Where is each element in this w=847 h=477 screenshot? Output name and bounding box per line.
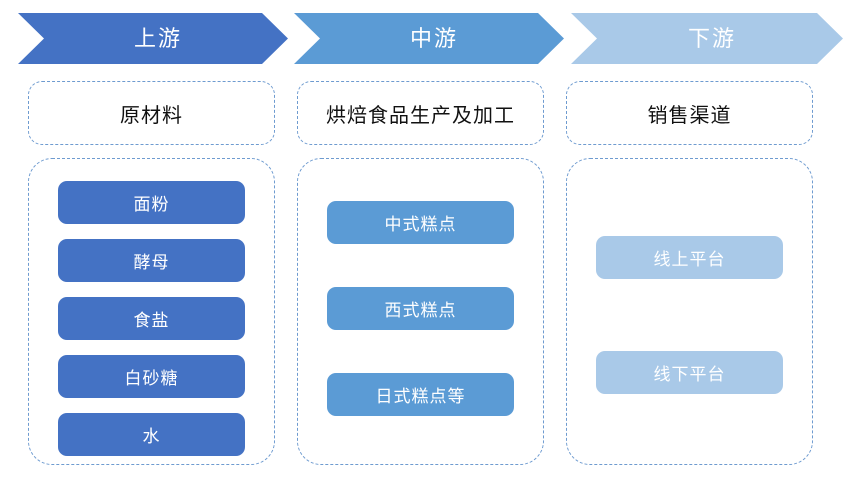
item-label: 线上平台 <box>653 250 726 269</box>
item-pill: 白砂糖 <box>58 355 245 398</box>
item-pill: 水 <box>58 413 245 456</box>
stage-panel-upstream: 面粉 酵母 食盐 白砂糖 水 <box>28 158 275 465</box>
item-label: 日式糕点等 <box>375 387 466 406</box>
chevron-label-downstream: 下游 <box>687 25 736 51</box>
item-label: 中式糕点 <box>384 215 457 234</box>
item-pill: 西式糕点 <box>327 287 514 330</box>
item-pill: 中式糕点 <box>327 201 514 244</box>
item-pill: 酵母 <box>58 239 245 282</box>
chevron-label-upstream: 上游 <box>133 25 182 51</box>
stage-title-downstream: 销售渠道 <box>566 81 813 145</box>
item-label: 白砂糖 <box>124 369 179 388</box>
stage-items-upstream: 面粉 酵母 食盐 白砂糖 水 <box>29 181 274 456</box>
stage-title-label-midstream: 烘焙食品生产及加工 <box>326 104 515 127</box>
chevron-arrow-midstream: 中游 <box>294 13 564 64</box>
item-pill: 日式糕点等 <box>327 373 514 416</box>
item-pill: 食盐 <box>58 297 245 340</box>
chevron-arrow-band: 上游 中游 下游 <box>0 13 847 64</box>
item-label: 面粉 <box>133 195 170 214</box>
item-pill: 线上平台 <box>596 236 783 279</box>
item-pill: 面粉 <box>58 181 245 224</box>
item-label: 线下平台 <box>653 365 726 384</box>
chevron-label-midstream: 中游 <box>409 25 458 51</box>
chevron-arrow-downstream: 下游 <box>571 13 843 64</box>
stage-title-label-downstream: 销售渠道 <box>647 104 732 127</box>
item-label: 酵母 <box>133 253 170 272</box>
item-pill: 线下平台 <box>596 351 783 394</box>
stage-title-midstream: 烘焙食品生产及加工 <box>297 81 544 145</box>
stage-items-downstream: 线上平台 线下平台 <box>567 236 812 394</box>
stage-items-midstream: 中式糕点 西式糕点 日式糕点等 <box>298 201 543 416</box>
stage-title-label-upstream: 原材料 <box>120 104 183 127</box>
item-label: 西式糕点 <box>384 301 457 320</box>
stage-panel-downstream: 线上平台 线下平台 <box>566 158 813 465</box>
item-label: 水 <box>142 427 161 446</box>
stage-panel-midstream: 中式糕点 西式糕点 日式糕点等 <box>297 158 544 465</box>
stage-title-upstream: 原材料 <box>28 81 275 145</box>
item-label: 食盐 <box>133 311 170 330</box>
chevron-arrow-upstream: 上游 <box>18 13 288 64</box>
